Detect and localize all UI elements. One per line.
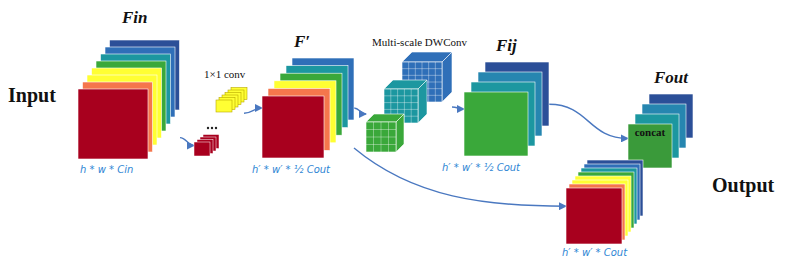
- reduced-feature-stack-art: [262, 58, 354, 158]
- flow-arrow: [452, 107, 464, 109]
- dimension-label: h′ * w′ * ½ Cout: [252, 164, 330, 175]
- kernel-side: [396, 114, 404, 152]
- kernel-grid: [384, 95, 418, 96]
- feature-name: Fout: [654, 68, 688, 88]
- conv-kernels: 1×1 conv: [194, 88, 244, 160]
- reduced-feature-stack: F′h′ * w′ * ½ Cout: [262, 58, 354, 158]
- feature-map: [464, 92, 528, 156]
- concat-feature-stack: h′ * w′ * Cout: [566, 160, 643, 244]
- output-feature-stack: Foutconcat: [628, 94, 693, 168]
- flow-arrow: [354, 108, 366, 114]
- kernel-grid: [435, 62, 436, 102]
- dimension-label: h′ * w′ * ½ Cout: [442, 162, 520, 173]
- flow-arrow: [354, 148, 566, 206]
- kernel-side: [442, 52, 452, 102]
- operation-label: 1×1 conv: [204, 68, 245, 80]
- feature-name: Fij: [496, 36, 517, 56]
- multiscale-kernels-art: [366, 52, 452, 152]
- kernel-face: [366, 122, 396, 152]
- ellipsis-dot: [215, 127, 217, 129]
- kernel-grid: [411, 89, 412, 123]
- kernel-side: [418, 80, 427, 123]
- input-feature-stack-art: [78, 40, 180, 159]
- feature-map: [262, 96, 324, 158]
- concat-label: concat: [628, 126, 672, 138]
- ellipsis-dot: [211, 127, 213, 129]
- multiscale-kernels: Multi-scale DWConv: [366, 52, 452, 152]
- kernel-1x1: [216, 100, 232, 112]
- kernel-grid: [384, 102, 418, 103]
- kernel-grid: [384, 109, 418, 110]
- branch-feature-stack: Fijh′ * w′ * ½ Cout: [464, 62, 549, 156]
- input-feature-stack: Finh * w * Cin: [78, 40, 180, 159]
- kernel-grid: [366, 137, 396, 138]
- conv-kernels-art: [194, 88, 244, 160]
- feature-map: [78, 89, 148, 159]
- output-label: Output: [712, 174, 774, 197]
- input-label: Input: [8, 84, 56, 107]
- kernel-grid: [388, 122, 389, 152]
- kernel-1x1: [194, 142, 210, 156]
- kernel-grid: [366, 144, 396, 145]
- ellipsis-dot: [207, 127, 209, 129]
- kernel-grid: [428, 62, 429, 102]
- dimension-label: h * w * Cin: [80, 164, 133, 175]
- operation-label: Multi-scale DWConv: [372, 36, 467, 48]
- branch-feature-stack-art: [464, 62, 549, 156]
- concat-feature-stack-art: [566, 160, 643, 244]
- feature-name: Fin: [122, 8, 148, 28]
- feature-map: [566, 188, 622, 244]
- flow-arrow: [244, 108, 262, 113]
- flow-arrow: [180, 138, 194, 146]
- flow-arrow: [549, 104, 628, 138]
- feature-name: F′: [294, 32, 310, 52]
- dimension-label: h′ * w′ * Cout: [562, 247, 627, 258]
